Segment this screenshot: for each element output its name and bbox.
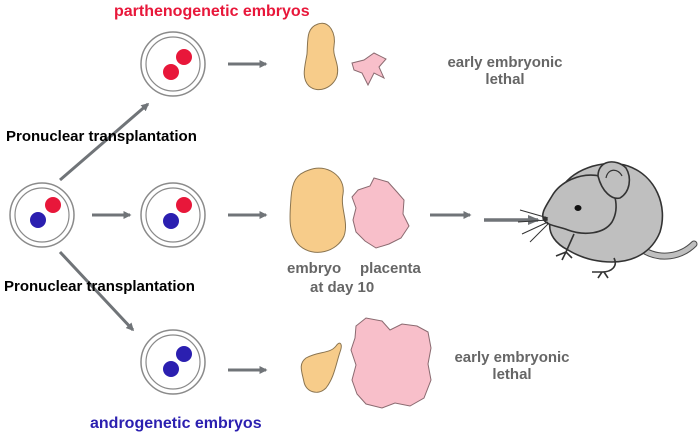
mouse-hind-leg [592,257,617,279]
androgenetic-embryo-shape [300,342,342,393]
androgenetic-outcome-line1: early embryonic [454,349,570,366]
normal-zygote-icon [140,182,206,248]
mouse-icon [517,161,698,279]
transplantation-label-lower: Pronuclear transplantation [4,278,195,295]
parthenogenetic-outcome-line1: early embryonic [447,54,563,71]
androgenetic-outcome-line2: lethal [492,366,532,384]
parthenogenetic-outcome: early embryonic lethal [430,54,580,89]
arrow-to-androgenetic [58,250,135,332]
mouse-whiskers [517,209,549,243]
androgenetic-label: androgenetic embryos [90,415,262,432]
parthenogenetic-label: parthenogenetic embryos [114,3,310,20]
normal-embryo-shape [289,167,347,253]
arrow-to-parthenogenetic [59,102,150,182]
androgenetic-outcome: early embryonic lethal [437,349,587,384]
zygote-icon [9,182,75,248]
mouse-inner-ear [605,169,623,179]
embryo-caption: embryo [287,260,342,277]
parthenogenetic-embryo-shape [303,22,339,91]
parthenogenetic-outcome-line2: lethal [485,71,525,89]
maternal-pronucleus [45,197,61,213]
parthenogenetic-zygote-icon [140,31,206,97]
mouse-front-leg [555,233,575,261]
androgenetic-placenta-shape [350,317,432,409]
mouse-head [541,174,617,235]
placenta-caption: placenta [360,260,421,277]
day-caption: at day 10 [310,279,375,296]
parthenogenetic-placenta-shape [351,52,387,87]
transplantation-label-upper: Pronuclear transplantation [6,128,197,145]
normal-placenta-shape [351,177,410,249]
mouse-ear [597,161,631,200]
paternal-pronucleus [30,212,46,228]
mouse-eye [574,205,582,211]
androgenetic-zygote-icon [140,329,206,395]
